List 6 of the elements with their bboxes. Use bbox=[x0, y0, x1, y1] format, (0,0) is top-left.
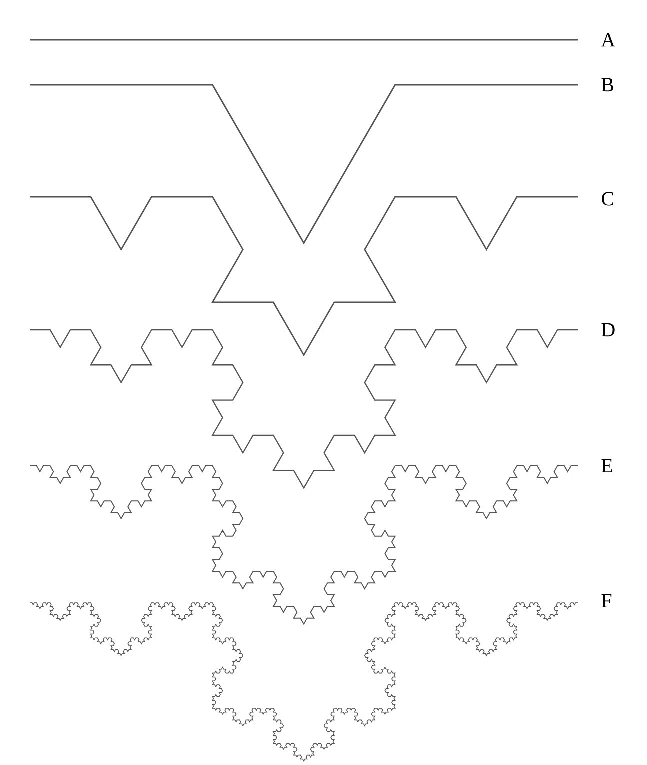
row-label: E bbox=[602, 459, 612, 473]
row-label: F bbox=[602, 594, 612, 608]
row-label: A bbox=[601, 33, 616, 47]
row-label: D bbox=[602, 323, 615, 337]
row-label: B bbox=[602, 78, 614, 92]
row-label: C bbox=[602, 192, 614, 206]
